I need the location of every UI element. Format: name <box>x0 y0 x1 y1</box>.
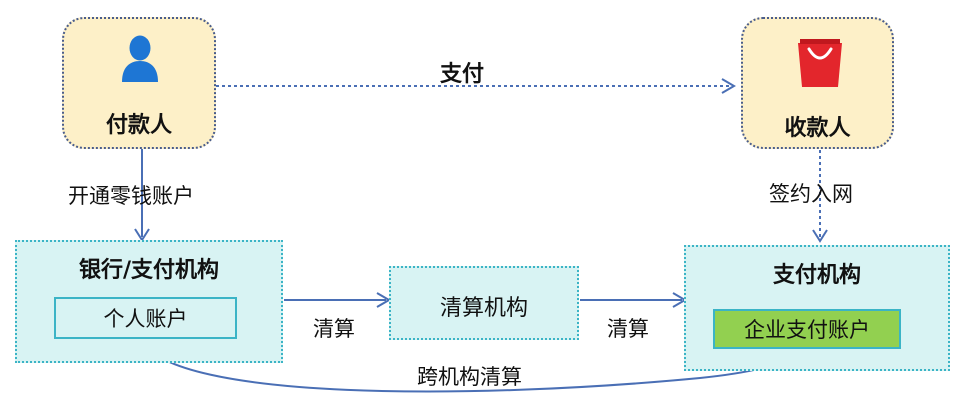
business-account-box: 企业支付账户 <box>713 309 901 349</box>
shopping-bag-icon <box>798 39 842 87</box>
bank-title: 银行/支付机构 <box>78 258 220 283</box>
payee-label: 收款人 <box>784 116 851 141</box>
open-account-label: 开通零钱账户 <box>68 184 194 208</box>
pay-arrow-head <box>721 78 736 94</box>
open-account-arrow-head <box>134 228 150 242</box>
sign-up-arrow-head <box>812 229 828 243</box>
payment-institution-title: 支付机构 <box>772 263 861 288</box>
clearing-node: 清算机构 <box>389 266 579 340</box>
cross-clearing-label: 跨机构清算 <box>417 365 522 389</box>
clearing-left-label: 清算 <box>313 317 355 341</box>
clearing-left-arrow-head <box>376 292 391 308</box>
personal-account-label: 个人账户 <box>103 307 188 331</box>
person-icon <box>122 35 158 82</box>
personal-account-box: 个人账户 <box>54 297 237 339</box>
pay-label: 支付 <box>440 62 485 87</box>
business-account-label: 企业支付账户 <box>744 318 870 342</box>
bank-node: 银行/支付机构 个人账户 <box>15 240 283 363</box>
payee-node: 收款人 <box>741 17 894 149</box>
clearing-right-label: 清算 <box>607 317 649 341</box>
payer-node: 付款人 <box>62 17 216 149</box>
payer-label: 付款人 <box>105 113 172 138</box>
sign-up-label: 签约入网 <box>769 182 853 206</box>
clearing-title: 清算机构 <box>439 296 528 321</box>
payment-institution-node: 支付机构 企业支付账户 <box>684 245 950 371</box>
